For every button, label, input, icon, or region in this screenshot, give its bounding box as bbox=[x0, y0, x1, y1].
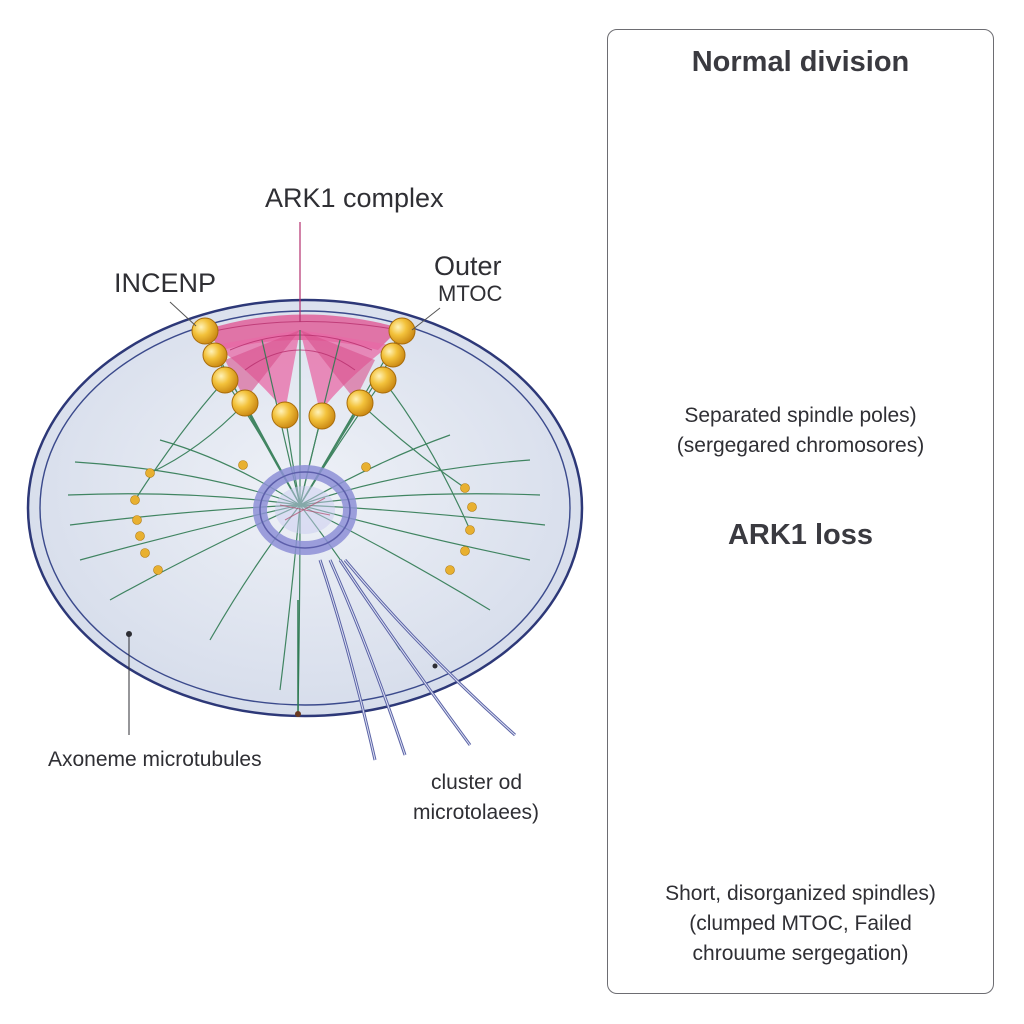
mtoc-sphere bbox=[202, 342, 228, 368]
mtoc-sphere bbox=[231, 389, 259, 417]
mtoc-sphere bbox=[211, 366, 239, 394]
microtubule-cluster bbox=[318, 559, 517, 761]
cell-inner-membrane bbox=[39, 310, 571, 706]
caption-line: chrouume sergegation) bbox=[692, 942, 909, 965]
mtoc-sphere bbox=[346, 389, 374, 417]
caption-line: (sergegared chromosores) bbox=[676, 434, 925, 457]
panel-title: Normal division bbox=[691, 46, 910, 78]
mtoc-label: MTOC bbox=[438, 281, 503, 306]
mtoc-leader bbox=[411, 307, 441, 331]
mtoc-sphere bbox=[388, 317, 416, 345]
mtoc-sphere bbox=[191, 317, 219, 345]
panel-caption: Short, disorganized spindles) (clumped M… bbox=[608, 879, 993, 969]
kinetochore-dots bbox=[130, 460, 477, 575]
axoneme-tail bbox=[126, 600, 438, 717]
normal-division-panel: Normal division Separated spindle poles)… bbox=[607, 29, 994, 503]
mtoc-spheres bbox=[191, 317, 416, 430]
caption-line: Separated spindle poles) bbox=[684, 404, 917, 427]
mtoc-sphere bbox=[369, 366, 397, 394]
mtoc-sphere bbox=[308, 402, 336, 430]
mtoc-sphere bbox=[380, 342, 406, 368]
axoneme-label: Axoneme microtubules bbox=[48, 748, 262, 771]
panel-caption: Separated spindle poles) (sergegared chr… bbox=[608, 401, 993, 461]
ark1-loss-panel: ARK1 loss Short, disorganized spindles) … bbox=[607, 501, 994, 994]
cluster-label-line2: microtolaees) bbox=[413, 801, 540, 824]
incenp-label: INCENP bbox=[114, 268, 217, 298]
panel-title: ARK1 loss bbox=[727, 519, 874, 551]
mtoc-sphere bbox=[271, 401, 299, 429]
cluster-label-line1: cluster od bbox=[431, 771, 523, 794]
caption-line: (clumped MTOC, Failed bbox=[689, 912, 912, 935]
chromosome-ring bbox=[253, 465, 357, 555]
ark1-complex bbox=[205, 314, 400, 412]
caption-line: Short, disorganized spindles) bbox=[665, 882, 936, 905]
ark1-complex-label: ARK1 complex bbox=[265, 183, 444, 213]
outer-label: Outer bbox=[434, 251, 502, 281]
incenp-leader bbox=[169, 301, 197, 327]
